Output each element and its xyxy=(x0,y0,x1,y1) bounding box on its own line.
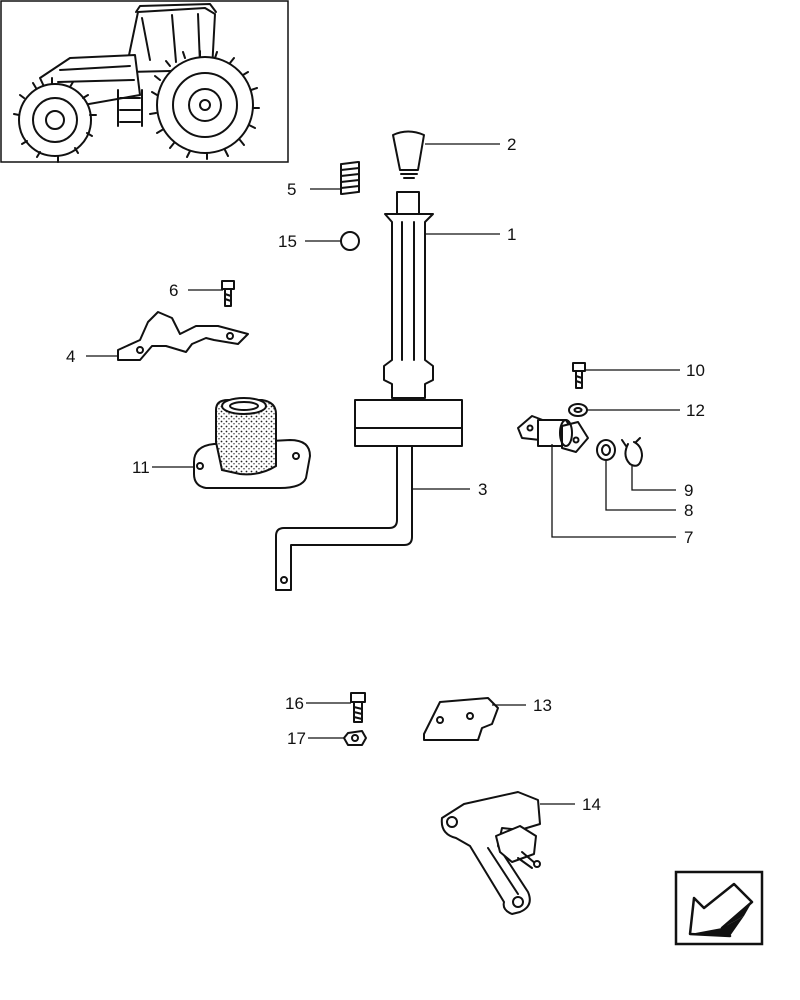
part-2-knob[interactable] xyxy=(392,130,425,179)
callout-3: 3 xyxy=(478,480,487,499)
navigation-arrow-button[interactable] xyxy=(674,870,764,946)
callout-5: 5 xyxy=(287,180,296,199)
callout-16: 16 xyxy=(285,694,304,713)
callout-14: 14 xyxy=(582,795,601,814)
callout-15: 15 xyxy=(278,232,297,251)
callout-6: 6 xyxy=(169,281,178,300)
callout-4: 4 xyxy=(66,347,75,366)
part-15-ball[interactable] xyxy=(340,231,360,251)
part-12-washer[interactable] xyxy=(568,403,588,417)
callout-8: 8 xyxy=(684,501,693,520)
tractor-icon xyxy=(13,3,260,163)
part-9-circlip[interactable] xyxy=(621,437,643,467)
part-8-ring[interactable] xyxy=(596,439,616,461)
callout-2: 2 xyxy=(507,135,516,154)
part-3-lower-lever[interactable] xyxy=(275,445,413,591)
arrow-down-left-icon xyxy=(688,882,754,938)
callout-13: 13 xyxy=(533,696,552,715)
callout-10: 10 xyxy=(686,361,705,380)
callout-11: 11 xyxy=(132,458,150,477)
part-7-bushing[interactable] xyxy=(517,415,589,453)
callout-1: 1 xyxy=(507,225,516,244)
part-6-bolt[interactable] xyxy=(221,280,235,307)
callout-9: 9 xyxy=(684,481,693,500)
tractor-thumbnail[interactable] xyxy=(0,0,289,163)
part-4-bracket[interactable] xyxy=(117,311,249,361)
part-5-spring[interactable] xyxy=(340,161,360,195)
part-13-plate[interactable] xyxy=(423,697,499,741)
callout-7: 7 xyxy=(684,528,693,547)
part-17-nut[interactable] xyxy=(343,730,367,746)
lever-block[interactable] xyxy=(354,399,463,447)
part-1-lever-tube[interactable] xyxy=(383,191,434,399)
callout-labels: 2 5 1 15 6 4 11 3 10 12 9 8 7 16 17 13 1… xyxy=(66,135,705,814)
part-11-boot[interactable] xyxy=(193,397,311,489)
part-16-bolt[interactable] xyxy=(350,692,366,723)
leader-lines xyxy=(86,143,680,805)
part-10-bolt[interactable] xyxy=(572,362,586,389)
part-14-bracket-assembly[interactable] xyxy=(440,791,541,915)
callout-17: 17 xyxy=(287,729,306,748)
callout-12: 12 xyxy=(686,401,705,420)
